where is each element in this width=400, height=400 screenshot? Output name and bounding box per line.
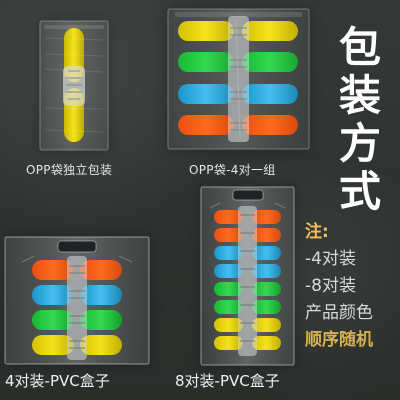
opp-single-caption: OPP袋独立包装: [26, 163, 113, 177]
note-random-order: 顺序随机: [305, 330, 373, 350]
pvc-box-8-pairs: [200, 186, 295, 366]
pvc-box-4-pairs: [4, 236, 150, 365]
pvc-box-4-pairs-illustration: [4, 236, 150, 365]
note-four-pairs: -4对装: [305, 249, 356, 269]
opp-group-package: [167, 8, 310, 150]
note-eight-pairs: -8对装: [305, 276, 356, 296]
opp-group-caption: OPP袋-4对一组: [189, 163, 276, 177]
box-4-caption: 4对装-PVC盒子: [5, 372, 110, 390]
note-heading: 注:: [305, 222, 329, 242]
packaging-note: 注: -4对装 -8对装 产品颜色 顺序随机: [305, 219, 395, 354]
packaging-title: 包装方式: [338, 23, 381, 216]
pvc-box-8-pairs-illustration: [200, 186, 295, 366]
opp-single-package-illustration: [39, 20, 109, 151]
box-8-caption: 8对装-PVC盒子: [175, 372, 280, 390]
opp-group-package-illustration: [167, 8, 310, 150]
note-product-color: 产品颜色: [305, 303, 373, 323]
opp-single-package: [39, 20, 109, 151]
